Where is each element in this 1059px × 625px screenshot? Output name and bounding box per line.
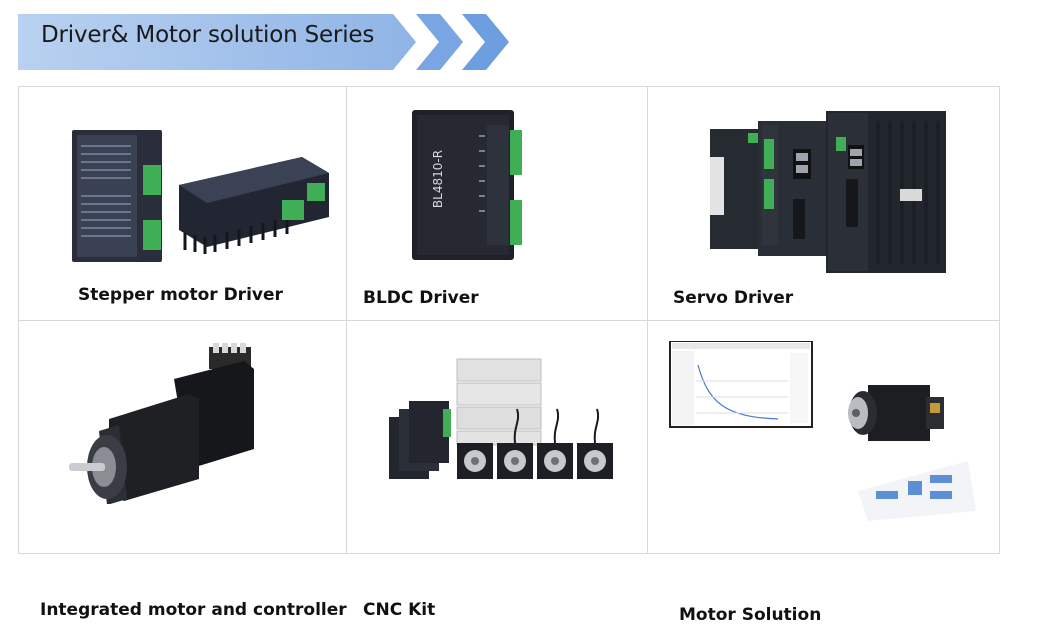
banner-shape [18,14,509,70]
integrated-motor-image [69,343,254,504]
product-label: Motor Solution [679,605,822,625]
product-label: BLDC Driver [363,288,479,308]
product-card-solution[interactable]: Motor Solution [648,321,1000,625]
product-card-cnc[interactable]: CNC Kit [347,321,647,620]
product-card-servo[interactable]: Servo Driver [648,87,1000,320]
bldc-driver-image [412,110,522,260]
page-title: Driver& Motor solution Series [41,22,375,48]
product-grid: Stepper motor Driver BL4810-R BLDC Drive… [18,86,1000,625]
servo-driver-image [710,111,946,273]
product-label: Servo Driver [673,288,794,308]
product-label: Integrated motor and controller [40,600,347,620]
product-card-bldc[interactable]: BL4810-R BLDC Driver [347,87,647,320]
header-banner [18,12,509,70]
product-card-stepper[interactable]: Stepper motor Driver [19,87,346,320]
product-label: CNC Kit [363,600,436,620]
product-label: Stepper motor Driver [78,285,283,305]
motor-solution-image [669,341,976,521]
stepper-driver-image [72,130,329,262]
bldc-model-text: BL4810-R [431,149,446,209]
cnc-kit-image [389,358,613,479]
product-card-integrated[interactable]: Integrated motor and controller [19,321,347,620]
